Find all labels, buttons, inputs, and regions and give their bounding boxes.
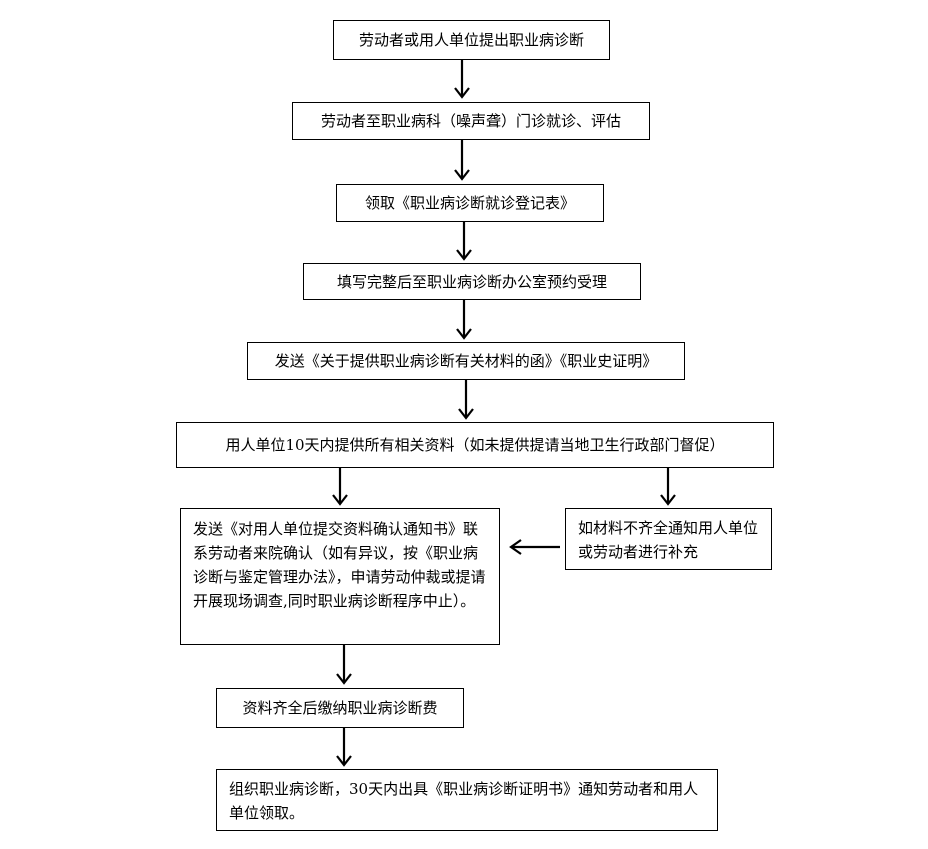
arrowhead-6 [332,494,348,506]
arrowhead-8 [509,539,522,555]
step-1-text: 劳动者或用人单位提出职业病诊断 [358,31,584,49]
step-1-box: 劳动者或用人单位提出职业病诊断 [333,20,610,60]
arrowhead-5 [458,408,474,420]
arrowhead-4 [456,328,472,340]
arrowhead-2 [454,169,470,181]
side-note-box: 如材料不齐全通知用人单位或劳动者进行补充 [565,508,772,570]
arrowhead-3 [456,249,472,261]
step-9-text: 组织职业病诊断，30天内出具《职业病诊断证明书》通知劳动者和用人单位领取。 [229,780,699,822]
arrowhead-1 [454,87,470,99]
step-5-box: 发送《关于提供职业病诊断有关材料的函》《职业史证明》 [247,342,685,380]
arrowhead-9 [336,673,352,685]
step-3-box: 领取《职业病诊断就诊登记表》 [336,184,604,222]
step-3-text: 领取《职业病诊断就诊登记表》 [364,194,575,212]
step-4-box: 填写完整后至职业病诊断办公室预约受理 [303,263,641,300]
arrowhead-7 [660,494,676,506]
step-7-box: 发送《对用人单位提交资料确认通知书》联系劳动者来院确认（如有异议，按《职业病诊断… [180,508,500,645]
step-8-text: 资料齐全后缴纳职业病诊断费 [242,699,438,717]
step-4-text: 填写完整后至职业病诊断办公室预约受理 [336,272,607,291]
step-6-text: 用人单位10天内提供所有相关资料（如未提供提请当地卫生行政部门督促） [225,436,725,454]
step-8-box: 资料齐全后缴纳职业病诊断费 [216,688,464,728]
side-note-text: 如材料不齐全通知用人单位或劳动者进行补充 [578,519,759,561]
step-5-text: 发送《关于提供职业病诊断有关材料的函》《职业史证明》 [274,352,658,370]
step-2-box: 劳动者至职业病科（噪声聋）门诊就诊、评估 [292,102,650,140]
step-2-text: 劳动者至职业病科（噪声聋）门诊就诊、评估 [320,112,621,130]
step-7-text: 发送《对用人单位提交资料确认通知书》联系劳动者来院确认（如有异议，按《职业病诊断… [193,520,486,610]
arrowhead-10 [336,755,352,767]
step-6-box: 用人单位10天内提供所有相关资料（如未提供提请当地卫生行政部门督促） [176,422,774,468]
step-9-box: 组织职业病诊断，30天内出具《职业病诊断证明书》通知劳动者和用人单位领取。 [216,769,718,831]
